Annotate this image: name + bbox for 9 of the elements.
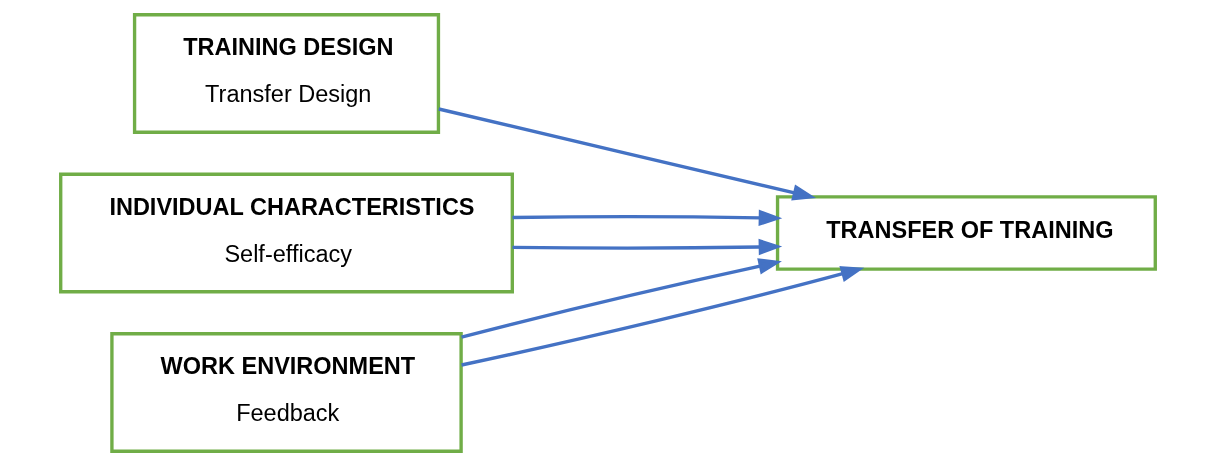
node-box: INDIVIDUAL CHARACTERISTICS Self-efficacy bbox=[59, 172, 514, 294]
node-box: WORK ENVIRONMENT Feedback bbox=[110, 332, 463, 453]
arrow bbox=[461, 258, 782, 339]
node-box: TRAINING DESIGN Transfer Design bbox=[132, 13, 441, 134]
arrow bbox=[512, 238, 783, 256]
node-box: TRANSFER OF TRAINING bbox=[775, 195, 1157, 271]
arrow bbox=[461, 266, 865, 367]
arrow bbox=[438, 107, 817, 201]
arrow bbox=[512, 209, 783, 227]
